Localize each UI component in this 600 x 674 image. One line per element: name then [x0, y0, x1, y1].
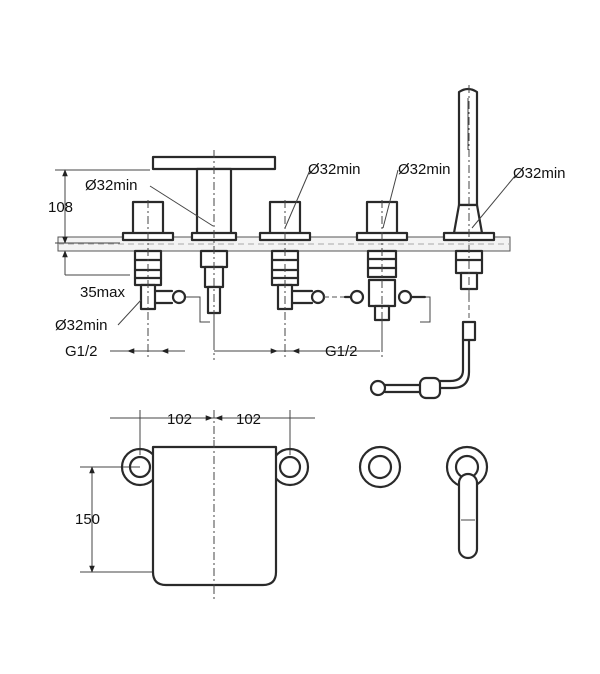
plan-hand-shower [445, 445, 489, 560]
valve-middle [258, 200, 352, 311]
plan-ring-diverter [358, 445, 402, 489]
dim-spacing [110, 410, 315, 600]
center-lines [147, 85, 470, 360]
leader-dia-d [471, 175, 516, 229]
g-mid-label: G1/2 [325, 343, 358, 360]
leader-dia-e [117, 299, 142, 326]
leader-dia-b [284, 169, 311, 229]
dim-height-label: 108 [48, 199, 73, 216]
dim-35max [62, 250, 130, 276]
spacing-right-label: 102 [236, 411, 261, 428]
hand-shower [369, 87, 496, 400]
dia-label-a: Ø32min [85, 177, 138, 194]
dim-108 [55, 169, 150, 244]
dia-label-d: Ø32min [513, 165, 566, 182]
depth-label: 150 [75, 511, 100, 528]
dia-label-c: Ø32min [398, 161, 451, 178]
g-left-label: G1/2 [65, 343, 98, 360]
leader-dia-c [382, 169, 399, 229]
dim-thickness-label: 35max [80, 284, 126, 301]
dia-label-e: Ø32min [55, 317, 108, 334]
spacing-left-label: 102 [167, 411, 192, 428]
valve-diverter [343, 200, 431, 345]
dia-label-b: Ø32min [308, 161, 361, 178]
leader-dia-a [149, 185, 214, 227]
